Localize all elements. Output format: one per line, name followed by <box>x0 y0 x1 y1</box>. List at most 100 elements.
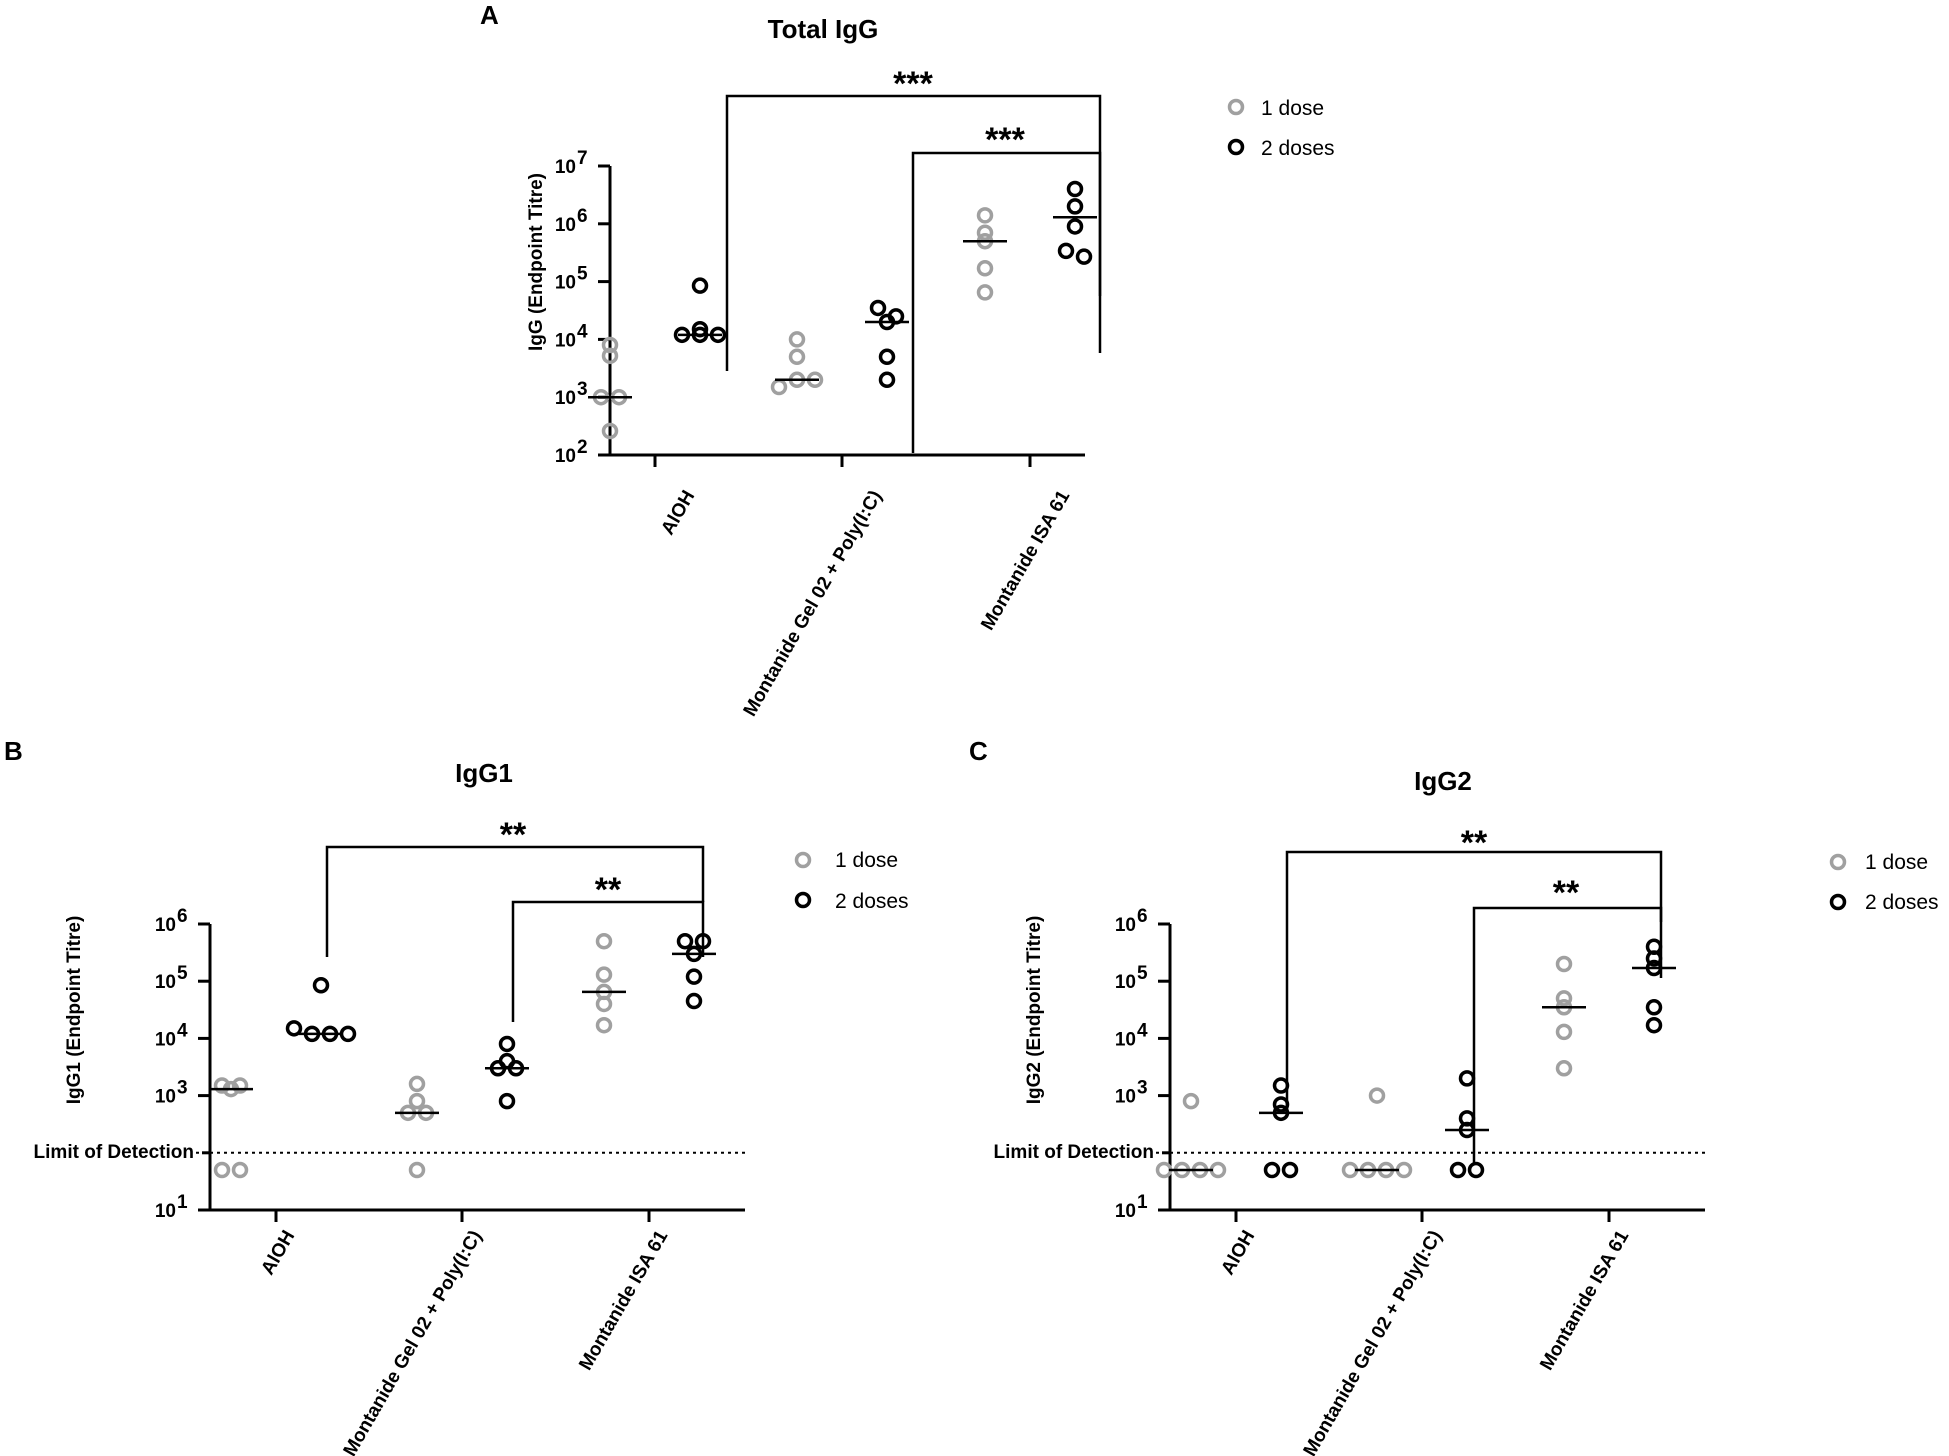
panel-a-y-tick-exponent: 3 <box>577 379 588 400</box>
panel-c-y-tick-label: 10 <box>1115 1087 1136 1108</box>
panel-c-y-tick-exponent: 1 <box>1137 1192 1148 1213</box>
panel-c-sig-label-1: ** <box>1461 824 1488 862</box>
panel-c-point-one-dose <box>1395 1161 1413 1179</box>
panel-c-y-tick-label: 10 <box>1115 1029 1136 1050</box>
panel-c-letter: C <box>969 736 988 766</box>
panel-c-legend-1-dose: 1 dose <box>1865 851 1928 874</box>
panel-c-y-tick-exponent: 4 <box>1137 1020 1148 1041</box>
panel-b-point-one-dose <box>595 995 613 1013</box>
panel-b-legend-2-doses: 2 doses <box>835 890 909 913</box>
panel-a-legend-2-doses: 2 doses <box>1261 137 1335 160</box>
panel-b-point-one-dose <box>408 1161 426 1179</box>
panel-c-category-isa: Montanide ISA 61 <box>1536 1227 1633 1374</box>
panel-a-point-two-doses <box>1066 180 1084 198</box>
panel-c-lod-label: Limit of Detection <box>994 1142 1154 1163</box>
panel-b-y-tick-exponent: 5 <box>177 963 188 984</box>
panel-c-point-one-dose <box>1341 1161 1359 1179</box>
panel-b-y-tick-label: 10 <box>155 1201 176 1222</box>
panel-a-point-two-doses <box>878 371 896 389</box>
panel-b-point-one-dose <box>213 1077 231 1094</box>
panel-c-y-tick-exponent: 6 <box>1137 906 1148 927</box>
panel-b-point-one-dose <box>595 932 613 950</box>
panel-a-letter: A <box>480 0 499 30</box>
panel-b-y-tick-label: 10 <box>155 1087 176 1108</box>
panel-c-legend-marker-one-dose <box>1829 853 1847 871</box>
panel-b-y-tick-exponent: 1 <box>177 1192 188 1213</box>
panel-b-sig-bracket-2 <box>511 900 705 1022</box>
panel-b-y-tick-label: 10 <box>155 915 176 936</box>
panel-c-point-two-doses <box>1449 1161 1467 1179</box>
panel-b-point-two-doses <box>685 968 703 985</box>
panel-a-point-one-dose <box>788 331 806 348</box>
panel-c-point-two-doses <box>1272 1077 1290 1094</box>
panel-c-point-two-doses <box>1467 1161 1485 1179</box>
panel-b-sig-bracket-1 <box>325 845 705 957</box>
panel-c-point-two-doses <box>1263 1161 1281 1179</box>
panel-b-point-one-dose <box>231 1161 249 1179</box>
panel-c-point-one-dose <box>1555 955 1573 973</box>
panel-c-legend-marker-two-doses <box>1829 893 1847 911</box>
panel-b-point-one-dose <box>213 1161 231 1179</box>
panel-b-point-two-doses <box>285 1020 303 1037</box>
panel-a-sig-bracket-2 <box>911 151 1102 453</box>
panel-b-y-axis-label: IgG1 (Endpoint Titre) <box>64 916 85 1105</box>
panel-a-point-two-doses <box>869 299 887 317</box>
panel-a-sig-label-1: *** <box>893 65 933 103</box>
panel-a: A Total IgG IgG (Endpoint Titre) 1 dose … <box>480 0 1335 720</box>
panel-b-point-one-dose <box>231 1077 249 1094</box>
panel-b-point-two-doses <box>498 1035 516 1053</box>
panel-a-y-tick-exponent: 7 <box>577 148 588 169</box>
panel-b-category-gel: Montanide Gel 02 + Poly(I:C) <box>340 1227 487 1456</box>
panel-b-letter: B <box>4 736 23 766</box>
panel-a-point-one-dose <box>601 347 619 365</box>
panel-b-lod-label: Limit of Detection <box>34 1142 194 1163</box>
panel-a-title: Total IgG <box>768 14 879 44</box>
panel-a-point-one-dose <box>601 422 619 440</box>
panel-b-sig-label-2: ** <box>595 871 622 909</box>
panel-b-title: IgG1 <box>455 758 513 788</box>
panel-a-point-one-dose <box>976 284 994 301</box>
panel-b-point-two-doses <box>676 932 694 950</box>
panel-a-y-tick-label: 10 <box>555 273 576 294</box>
panel-b-y-tick-exponent: 6 <box>177 906 188 927</box>
panel-a-y-tick-label: 10 <box>555 446 576 467</box>
panel-b-legend-1-dose: 1 dose <box>835 849 898 872</box>
panel-b-y-tick-label: 10 <box>155 972 176 993</box>
panel-c-y-tick-label: 10 <box>1115 1201 1136 1222</box>
panel-c-y-tick-exponent: 5 <box>1137 963 1148 984</box>
panel-b-point-one-dose <box>595 966 613 983</box>
panel-a-point-one-dose <box>788 348 806 366</box>
panel-c-sig-label-2: ** <box>1553 874 1580 912</box>
panel-a-category-alum: AlOH <box>657 487 699 539</box>
panel-b: B IgG1 IgG1 (Endpoint Titre) Limit of De… <box>4 736 909 1456</box>
panel-a-point-two-doses <box>878 348 896 366</box>
panel-a-point-two-doses <box>1075 248 1093 265</box>
panel-c-title: IgG2 <box>1414 766 1472 796</box>
panel-b-point-two-doses <box>312 976 330 994</box>
panel-b-point-one-dose <box>408 1092 426 1110</box>
panel-b-y-tick-exponent: 4 <box>177 1020 188 1041</box>
panel-a-point-two-doses <box>1066 198 1084 215</box>
panel-a-point-one-dose <box>976 224 994 242</box>
panel-a-category-gel: Montanide Gel 02 + Poly(I:C) <box>740 487 887 720</box>
panel-b-y-tick-label: 10 <box>155 1029 176 1050</box>
panel-a-point-one-dose <box>976 260 994 277</box>
panel-b-category-isa: Montanide ISA 61 <box>575 1227 672 1374</box>
panel-a-y-tick-exponent: 2 <box>577 437 588 458</box>
panel-b-category-alum: AlOH <box>257 1227 299 1279</box>
panel-a-y-tick-label: 10 <box>555 157 576 178</box>
panel-b-point-one-dose <box>408 1075 426 1093</box>
panel-c-point-one-dose <box>1182 1092 1200 1110</box>
panel-a-legend-marker-one-dose <box>1227 98 1245 116</box>
panel-c-sig-bracket-2 <box>1472 906 1663 1163</box>
panel-c-category-alum: AlOH <box>1217 1227 1259 1279</box>
panel-a-legend-1-dose: 1 dose <box>1261 97 1324 120</box>
panel-a-y-tick-exponent: 6 <box>577 206 588 227</box>
panel-b-point-two-doses <box>498 1092 516 1110</box>
panel-c-legend-2-doses: 2 doses <box>1865 891 1939 914</box>
panel-a-point-two-doses <box>691 277 709 294</box>
panel-a-point-one-dose <box>770 378 788 396</box>
panel-c-y-tick-label: 10 <box>1115 972 1136 993</box>
